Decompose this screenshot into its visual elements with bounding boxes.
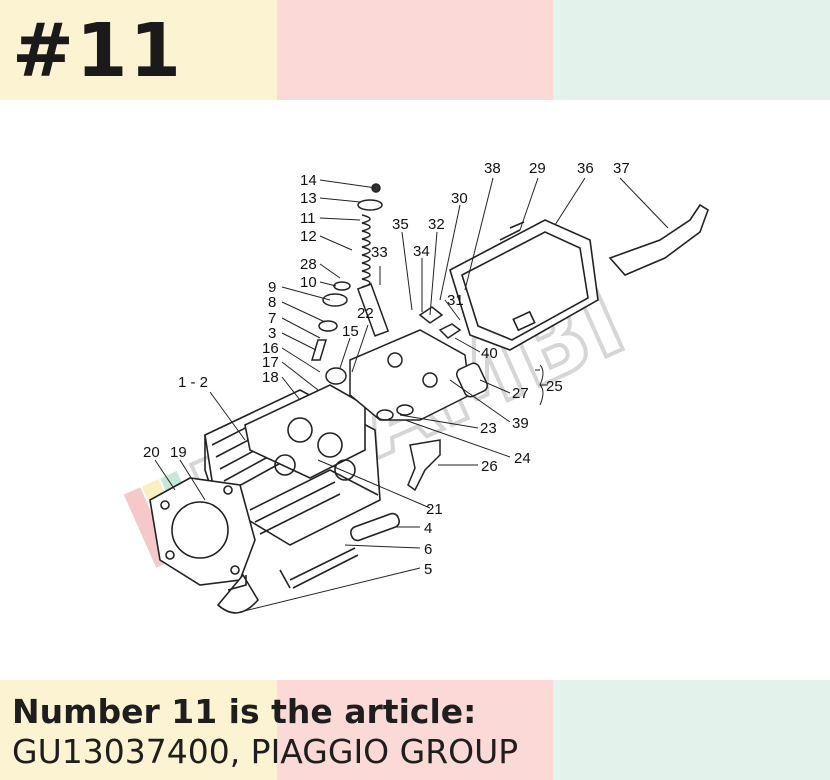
valve-cover	[449, 219, 599, 351]
label-37: 37	[613, 160, 630, 177]
label-10: 10	[300, 274, 317, 291]
label-34: 34	[413, 243, 430, 260]
exploded-parts-diagram: RICAMBI	[123, 160, 709, 614]
head-gasket	[149, 477, 256, 586]
label-12: 12	[300, 228, 317, 245]
footer-caption: Number 11 is the article:	[12, 692, 477, 731]
label-39: 39	[512, 415, 529, 432]
label-7: 7	[268, 310, 276, 327]
label-15: 15	[342, 323, 359, 340]
label-38: 38	[484, 160, 501, 177]
label-23: 23	[480, 420, 497, 437]
label-36: 36	[577, 160, 594, 177]
label-28: 28	[300, 256, 317, 273]
label-26: 26	[481, 458, 498, 475]
valve	[216, 512, 400, 614]
header-band	[0, 0, 830, 100]
label-13: 13	[300, 190, 317, 207]
label-11: 11	[300, 210, 316, 227]
label-17: 17	[262, 354, 279, 371]
label-31: 31	[447, 292, 464, 309]
rocker-arm-assembly	[349, 283, 488, 492]
label-18: 18	[262, 369, 279, 386]
footer-part-code: GU13037400, PIAGGIO GROUP	[12, 732, 519, 771]
label-30: 30	[451, 190, 468, 207]
label-19: 19	[170, 444, 187, 461]
label-25: 25	[546, 378, 563, 395]
label-29: 29	[529, 160, 546, 177]
label-40: 40	[481, 345, 498, 362]
footer-band	[0, 680, 830, 780]
label-4: 4	[424, 520, 432, 537]
label-22: 22	[357, 305, 374, 322]
label-14: 14	[300, 172, 317, 189]
label-24: 24	[514, 450, 531, 467]
label-27: 27	[512, 385, 529, 402]
label-3: 3	[268, 325, 276, 342]
label-5: 5	[424, 561, 432, 578]
breather-pipe	[608, 203, 709, 276]
label-32: 32	[428, 216, 445, 233]
leader-lines	[154, 177, 669, 613]
label-6: 6	[424, 541, 432, 558]
label-1-2: 1 - 2	[178, 374, 208, 391]
label-8: 8	[268, 294, 276, 311]
label-9: 9	[268, 279, 276, 296]
article-number-title: #11	[12, 8, 183, 94]
label-21: 21	[426, 501, 443, 518]
label-35: 35	[392, 216, 409, 233]
label-33: 33	[371, 244, 388, 261]
label-16: 16	[262, 340, 279, 357]
part-labels: 14 13 11 12 28 10 9 8 7 3 16 17 18 1 - 2…	[143, 160, 630, 578]
label-20: 20	[143, 444, 160, 461]
